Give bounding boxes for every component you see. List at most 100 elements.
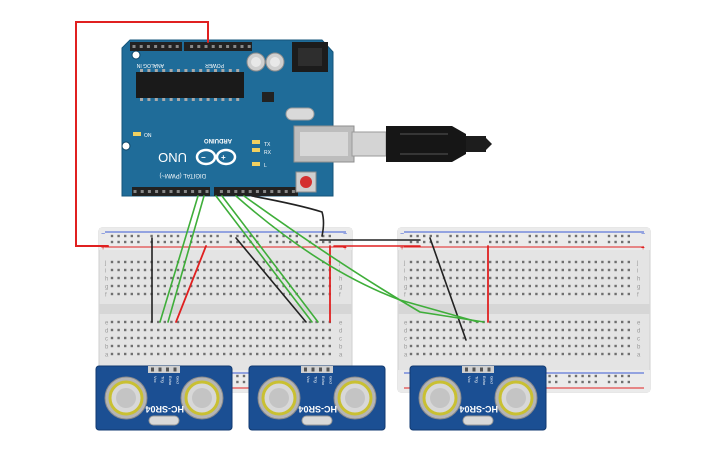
sensor-model-label: HC-SR04 bbox=[298, 404, 337, 414]
icsp-header bbox=[262, 92, 274, 102]
row-letter: f bbox=[339, 293, 341, 299]
row-letter: c bbox=[105, 337, 108, 343]
wire-gnd-main bbox=[251, 195, 325, 237]
row-letter: e bbox=[637, 321, 641, 327]
wire-echo-s1 bbox=[167, 195, 205, 323]
wire-trig-s3 bbox=[235, 195, 479, 323]
usb-cable bbox=[351, 126, 492, 162]
row-letter: j bbox=[338, 261, 340, 267]
row-letter: g bbox=[404, 285, 407, 291]
ultrasonic-transducer bbox=[494, 376, 538, 420]
svg-text:−: − bbox=[343, 231, 347, 238]
svg-text:−: − bbox=[201, 153, 206, 162]
row-letter: c bbox=[339, 337, 342, 343]
digital-label: DIGITAL (PWM~) bbox=[159, 172, 206, 178]
row-letter: j bbox=[636, 261, 638, 267]
wire-gnd-s3 bbox=[429, 237, 467, 341]
row-letter: c bbox=[404, 337, 407, 343]
sensor-pin-label: Echo bbox=[168, 376, 173, 386]
svg-text:−: − bbox=[101, 231, 105, 238]
sensor-pin-label: Vcc bbox=[306, 376, 311, 383]
row-letter: b bbox=[105, 345, 109, 351]
row-letter: f bbox=[105, 293, 107, 299]
row-letter: d bbox=[404, 329, 407, 335]
power-header bbox=[184, 42, 252, 51]
row-letter: g bbox=[105, 285, 108, 291]
row-letter: e bbox=[105, 321, 109, 327]
row-letter: j bbox=[104, 261, 106, 267]
wire-trig-s1 bbox=[159, 195, 199, 323]
analog-in-label: ANALOG IN bbox=[136, 62, 164, 68]
row-letter: a bbox=[404, 353, 408, 359]
ultrasonic-transducer bbox=[418, 376, 462, 420]
ultrasonic-transducer bbox=[104, 376, 148, 420]
l-label: L bbox=[264, 163, 267, 169]
row-letter: g bbox=[637, 285, 640, 291]
wire-trig-s2 bbox=[215, 195, 313, 323]
row-letter: i bbox=[637, 269, 638, 275]
wire-echo-s3 bbox=[243, 195, 485, 323]
sensor-pin-label: Gnd bbox=[176, 376, 181, 384]
svg-text:+: + bbox=[400, 245, 404, 252]
crystal bbox=[285, 107, 315, 121]
row-letter: g bbox=[339, 285, 342, 291]
row-letter: f bbox=[637, 293, 639, 299]
sensor-pin-label: Trig bbox=[161, 376, 166, 383]
pin-header bbox=[462, 366, 494, 373]
svg-text:+: + bbox=[101, 245, 105, 252]
svg-text:+: + bbox=[641, 245, 645, 252]
sensor-pin-label: Trig bbox=[314, 376, 319, 383]
row-letter: d bbox=[339, 329, 342, 335]
sensor-crystal bbox=[462, 415, 494, 426]
sensor-crystal bbox=[301, 415, 333, 426]
row-letter: d bbox=[637, 329, 640, 335]
wire-5v bbox=[75, 21, 209, 247]
ultrasonic-transducer bbox=[333, 376, 377, 420]
svg-text:+: + bbox=[343, 245, 347, 252]
sensor-pin-label: Gnd bbox=[490, 376, 495, 384]
sensor-pin-label: Echo bbox=[482, 376, 487, 386]
sensor-pin-label: Vcc bbox=[467, 376, 472, 383]
brand-label: ARDUINO bbox=[204, 137, 232, 143]
rail-markers: − + − + − + − + bbox=[101, 231, 645, 252]
sensor-model-label: HC-SR04 bbox=[459, 404, 498, 414]
row-letter: a bbox=[637, 353, 641, 359]
row-letter: a bbox=[339, 353, 343, 359]
row-letter: h bbox=[637, 277, 640, 283]
row-letter: i bbox=[105, 269, 106, 275]
row-letter: b bbox=[637, 345, 641, 351]
wires bbox=[75, 21, 489, 341]
row-letter: f bbox=[404, 293, 406, 299]
row-letter: e bbox=[339, 321, 343, 327]
wire-vcc-s1 bbox=[175, 245, 207, 323]
sensor-model-label: HC-SR04 bbox=[145, 404, 184, 414]
row-letter: i bbox=[404, 269, 405, 275]
sensor-pin-label: Gnd bbox=[329, 376, 334, 384]
uno-label: UNO bbox=[158, 150, 187, 165]
row-letter: j bbox=[403, 261, 405, 267]
ultrasonic-transducer bbox=[180, 376, 224, 420]
sensor-pin-label: Echo bbox=[321, 376, 326, 386]
row-letter: h bbox=[404, 277, 407, 283]
row-letter: d bbox=[105, 329, 108, 335]
power-label: POWER bbox=[205, 62, 224, 68]
row-letter: h bbox=[105, 277, 108, 283]
arduino-logo: − + bbox=[195, 148, 237, 166]
sensor-pin-label: Trig bbox=[475, 376, 480, 383]
rx-label: RX bbox=[264, 150, 272, 156]
tx-label: TX bbox=[264, 142, 271, 148]
pin-header bbox=[301, 366, 333, 373]
row-letter: h bbox=[339, 277, 342, 283]
svg-text:−: − bbox=[400, 231, 404, 238]
svg-text:−: − bbox=[641, 231, 645, 238]
svg-text:+: + bbox=[221, 153, 226, 162]
pin-header bbox=[148, 366, 180, 373]
on-label: ON bbox=[144, 133, 152, 139]
row-letter: b bbox=[339, 345, 343, 351]
sensor-crystal bbox=[148, 415, 180, 426]
sensor-pin-label: Vcc bbox=[153, 376, 158, 383]
